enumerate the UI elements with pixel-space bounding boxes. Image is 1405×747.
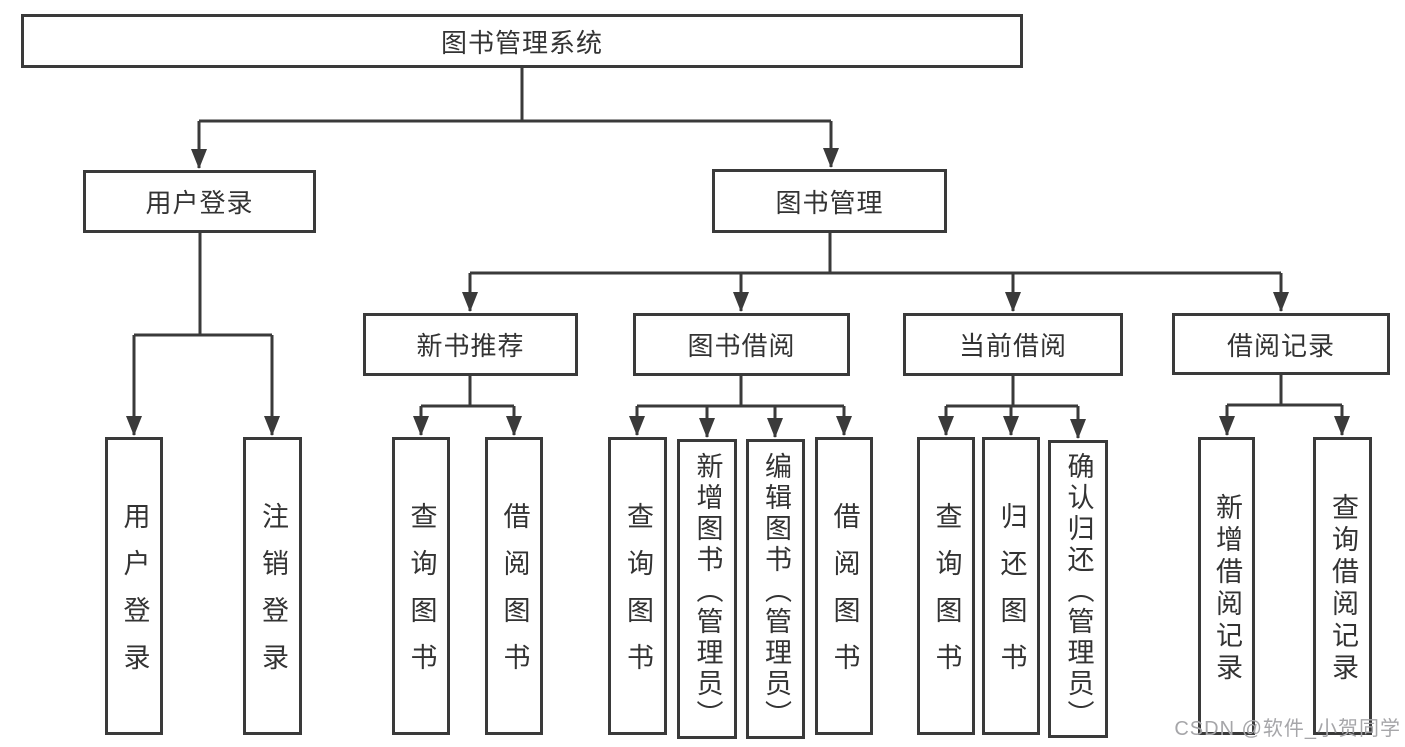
connector-records-children	[1219, 375, 1350, 436]
leaf-borrow-books: 借阅图书	[815, 437, 873, 735]
node-book-borrow: 图书借阅	[633, 313, 850, 376]
leaf-add-borrow-record: 新增借阅记录	[1198, 437, 1255, 735]
connector-recommend-children	[413, 376, 522, 436]
connector-root-to-level2	[191, 67, 839, 169]
leaf-logout-login: 注销登录	[243, 437, 302, 735]
leaf-user-login: 用户登录	[105, 437, 163, 735]
node-root: 图书管理系统	[21, 14, 1023, 68]
connector-current-children	[938, 376, 1086, 439]
node-borrow-records: 借阅记录	[1172, 313, 1390, 375]
csdn-watermark: CSDN @软件_小贺同学	[1174, 718, 1401, 740]
connector-management-to-level3	[462, 233, 1289, 312]
leaf-query-books-current: 查询图书	[917, 437, 975, 735]
node-book-management: 图书管理	[712, 169, 947, 233]
leaf-query-books-borrow: 查询图书	[608, 437, 667, 735]
leaf-confirm-return-admin: 确认归还（管理员）	[1048, 440, 1108, 738]
node-new-book-recommend: 新书推荐	[363, 313, 578, 376]
leaf-borrow-books-recommend: 借阅图书	[485, 437, 543, 735]
leaf-return-books: 归还图书	[982, 437, 1040, 735]
leaf-query-books-recommend: 查询图书	[392, 437, 450, 735]
leaf-add-books-admin: 新增图书（管理员）	[677, 439, 737, 739]
connector-login-children	[126, 233, 280, 436]
node-user-login: 用户登录	[83, 170, 316, 233]
leaf-query-borrow-record: 查询借阅记录	[1313, 437, 1372, 735]
node-current-borrow: 当前借阅	[903, 313, 1123, 376]
leaf-edit-books-admin: 编辑图书（管理员）	[746, 439, 805, 739]
connector-borrow-children	[629, 376, 852, 438]
